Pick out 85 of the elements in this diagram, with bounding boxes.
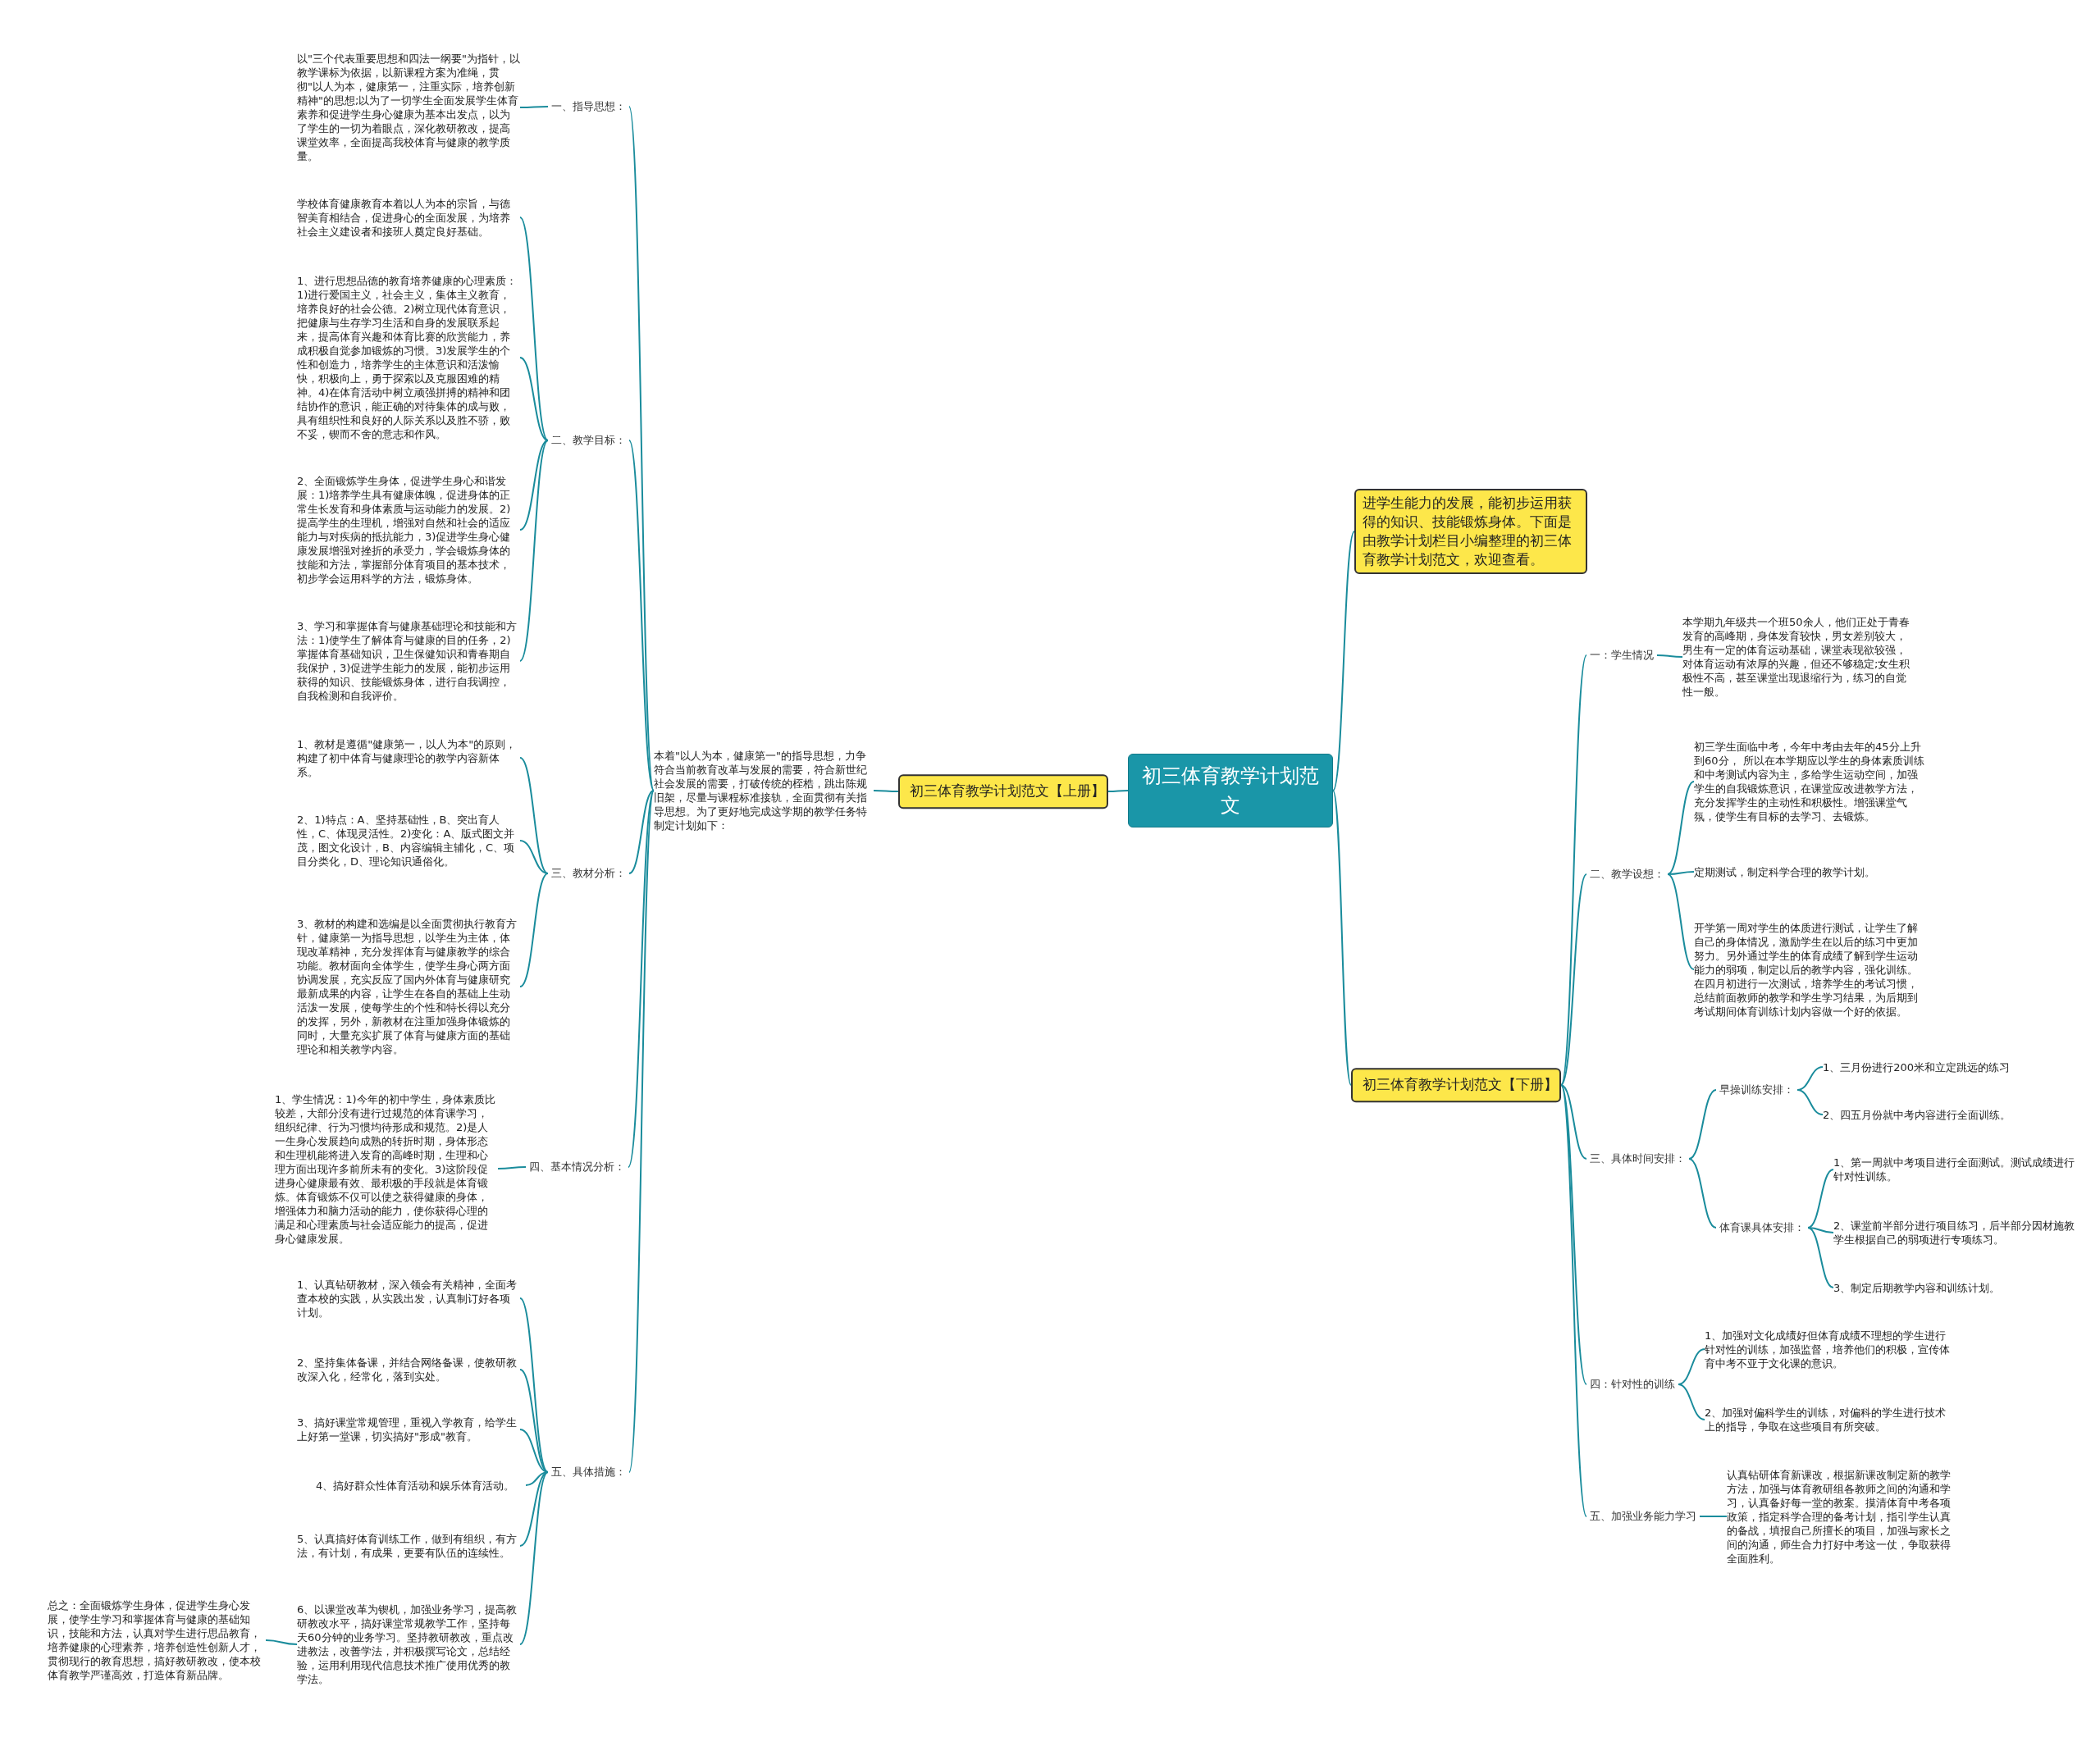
topic-text: 2、加强对偏科学生的训练，对偏科的学生进行技术上的指导，争取在这些项目有所突破。 xyxy=(1705,1406,1951,1434)
topic-text: 以"三个代表重要思想和四法一纲要"为指针，以教学课标为依据，以新课程方案为准绳，贯彻"以人为本，健康第一，注重实际，培养创新精神"的思想;以为了一切学生全面发展学生体育素养和促进学生身心健康为基本出发点，以为了学生的一切为着眼点，深化教研教改，提高课堂效率，全面提高我校体育与健康的教学质量。 xyxy=(297,52,520,163)
connector-line xyxy=(265,1639,298,1645)
connector-line xyxy=(1667,871,1695,875)
topic-text: 初三学生面临中考，今年中考由去年的45分上升到60分， 所以在本学期应以学生的身体素质训练和中考测试内容为主，多给学生运动空间，加强学生的自我锻炼意识，在课堂应改进教学方法，充分发挥学生的主动性和积极性。增强课堂气氛，使学生有目标的去学习、去锻炼。 xyxy=(1694,740,1927,823)
topic-text: 1、三月份进行200米和立定跳远的练习 xyxy=(1823,1060,2069,1074)
connector-line xyxy=(1332,531,1355,791)
connector-line xyxy=(1688,1158,1717,1229)
connector-line xyxy=(628,106,655,791)
topic-text: 总之：全面锻炼学生身体，促进学生身心发展，使学生学习和掌握体育与健康的基础知识，技能和方法，认真对学生进行思品教育，培养健康的心理素养，培养创造性创新人才，贯彻现行的教育思想，搞好教研教改，使本校体育教学严谨高效，打造体育新品牌。 xyxy=(48,1598,266,1682)
connector-line xyxy=(1107,790,1129,792)
topic-text: 1、第一周就中考项目进行全面测试。测试成绩进行针对性训练。 xyxy=(1833,1156,2079,1183)
connector-line xyxy=(628,790,655,874)
subtopic-label: 三、教材分析： xyxy=(548,865,629,882)
connector-line xyxy=(519,1369,549,1473)
topic-text: 3、教材的构建和选编是以全面贯彻执行教育方针，健康第一为指导思想，以学生为主体，体现改革精神，充分发挥体育与健康教学的综合功能。教材面向全体学生，使学生身心两方面协调发展，充实反应了国内外体育与健康研究最新成果的内容，让学生在各自的基础上生动活泼一发展，使每学生的个性和特长得以充分的发挥，另外，新教材在注重加强身体锻炼的同时，大量充实扩展了体育与健康方面的基础理论和相关教学内容。 xyxy=(297,917,520,1056)
central-topic: 初三体育教学计划范文 xyxy=(1128,754,1333,827)
connector-line xyxy=(1560,1084,1587,1160)
connector-line xyxy=(519,1297,549,1473)
subtopic-label: 一、指导思想： xyxy=(548,98,629,115)
subtopic-label: 早操训练安排： xyxy=(1716,1082,1797,1098)
topic-text: 4、搞好群众性体育活动和娱乐体育活动。 xyxy=(316,1478,526,1493)
connector-line xyxy=(628,790,655,1168)
connector-line xyxy=(519,1471,549,1645)
topic-text: 1、学生情况：1)今年的初中学生，身体素质比较差，大部分没有进行过规范的体育课学习，组织纪律、行为习惯均待形成和规范。2)是人一生身心发展趋向成熟的转折时期，身体形态和生理机能将进入发育的高峰时期，生理和心理方面出现许多前所未有的变化。3)这阶段促进身心健康最有效、最积极的手段就是体育锻炼。体育锻炼不仅可以使之获得健康的身体，增强体力和脑力活动的能力，使你获得心理的满足和心理素质与社会适应能力的提高，促进身心健康发展。 xyxy=(275,1092,498,1246)
connector-line xyxy=(1807,1227,1834,1233)
connector-line xyxy=(1560,1084,1587,1517)
subtopic-label: 五、具体措施： xyxy=(548,1464,629,1480)
topic-text: 2、四五月份就中考内容进行全面训练。 xyxy=(1823,1107,2069,1122)
topic-text: 学校体育健康教育本着以人为本的宗旨，与德智美育相结合，促进身心的全面发展，为培养社会主义建设者和接班人奠定良好基础。 xyxy=(297,196,520,239)
connector-line xyxy=(519,873,549,987)
topic-text: 3、制定后期教学内容和训练计划。 xyxy=(1833,1280,2079,1295)
topic-text: 2、坚持集体备课，并结合网络备课，使教研教改深入化，经常化，落到实处。 xyxy=(297,1356,520,1384)
subtopic-label: 五、加强业务能力学习 xyxy=(1586,1508,1700,1525)
topic-text: 本学期九年级共一个班50余人，他们正处于青春发育的高峰期，身体发育较快，男女差别较大，男生有一定的体育运动基础，课堂表现欲较强，对体育运动有浓厚的兴趣，但还不够稳定;女生积极性不高，甚至课堂出现退缩行为，练习的自觉性一般。 xyxy=(1682,615,1915,699)
connector-line xyxy=(1332,790,1352,1086)
connector-line xyxy=(628,790,655,1473)
branch-topic: 初三体育教学计划范文【下册】 xyxy=(1351,1068,1561,1102)
topic-text: 2、全面锻炼学生身体，促进学生身心和谐发展：1)培养学生具有健康体魄，促进身体的正常生长发育和身体素质与运动能力的发展。2)提高学生的生理机，增强对自然和社会的适应能力与对疾病的抵抗能力，3)促进学生身心健康发展增强对挫折的承受力，学会锻炼身体的技能和方法，掌握部分体育项目的基本技术，初步学会运用科学的方法，锻炼身体。 xyxy=(297,474,520,586)
connector-line xyxy=(525,1471,549,1486)
topic-text: 开学第一周对学生的体质进行测试，让学生了解自己的身体情况，激励学生在以后的练习中更加努力。另外通过学生的体育成绩了解到学生运动能力的弱项，制定以后的教学内容，强化训练。在四月初进行一次测试，培养学生的考试习惯，总结前面教师的教学和学生学习结果，为后期到考试期间体育训练计划内容做一个好的依据。 xyxy=(1694,920,1927,1019)
topic-text: 2、课堂前半部分进行项目练习，后半部分因材施教学生根据自己的弱项进行专项练习。 xyxy=(1833,1219,2079,1247)
subtopic-label: 三、具体时间安排： xyxy=(1586,1151,1689,1167)
branch-topic: 初三体育教学计划范文【上册】 xyxy=(898,774,1108,809)
subtopic-label: 四：针对性的训练 xyxy=(1586,1376,1678,1393)
connector-line xyxy=(1807,1227,1834,1288)
connector-line xyxy=(1699,1516,1728,1517)
connector-line xyxy=(1560,654,1587,1086)
connector-line xyxy=(1678,1384,1705,1420)
topic-text: 6、以课堂改革为锲机，加强业务学习，提高教研教改水平，搞好课堂常规教学工作，坚持每天60分钟的业务学习。坚持教研教改，重点改进教法，改善学法，并积极撰写论文，总结经验，运用利用现代信息技术推广使用优秀的教学法。 xyxy=(297,1603,520,1686)
topic-text: 5、认真搞好体育训练工作，做到有组织，有方法，有计划，有成果，更要有队伍的连续性。 xyxy=(297,1532,520,1560)
connector-line xyxy=(873,790,899,792)
topic-text: 2、1)特点：A、坚持基础性，B、突出育人性，C、体现灵活性。2)变化：A、版式图文并茂，图文化设计，B、内容编辑主辅化，C、项目分类化，D、理论知识通俗化。 xyxy=(297,813,520,868)
topic-text: 1、进行思想品德的教育培养健康的心理素质：1)进行爱国主义，社会主义，集体主义教育，培养良好的社会公德。2)树立现代体育意识，把健康与生存学习生活和自身的发展联系起来，提高体育兴趣和体育比赛的欣赏能力，养成积极自觉参加锻炼的习惯。3)发展学生的个性和创造力，培养学生的主体意识和活泼愉快，积极向上，勇于探索以及克服困难的精神。4)在体育活动中树立顽强拼搏的精神和团结协作的意识，能正确的对待集体的成与败，具有组织性和良好的人际关系以及胜不骄，败不妥，锲而不舍的意志和作风。 xyxy=(297,274,520,441)
topic-text: 1、认真钻研教材，深入领会有关精神，全面考查本校的实践，从实践出发，认真制订好各项计划。 xyxy=(297,1277,520,1320)
connector-line xyxy=(519,357,549,441)
subtopic-label: 四、基本情况分析： xyxy=(526,1159,628,1175)
connector-line xyxy=(519,440,549,531)
topic-text: 1、加强对文化成绩好但体育成绩不理想的学生进行针对性的训练，加强监督，培养他们的积极，宣传体育中考不亚于文化课的意识。 xyxy=(1705,1328,1951,1370)
connector-line xyxy=(1807,1169,1834,1229)
connector-line xyxy=(519,106,549,108)
connector-line xyxy=(1688,1089,1717,1160)
connector-line xyxy=(497,1166,527,1169)
subtopic-label: 二、教学设想： xyxy=(1586,866,1668,882)
connector-line xyxy=(1560,1084,1587,1385)
topic-text: 本着"以人为本，健康第一"的指导思想，力争符合当前教育改革与发展的需要，符合新世纪社会发展的需要，打破传统的桎梏，跳出陈规旧架，尽量与课程标准接轨，全面贯彻有关指导思想。为了更好地完成这学期的教学任务特制定计划如下： xyxy=(654,749,874,832)
connector-line xyxy=(1796,1089,1824,1115)
subtopic-label: 二、教学目标： xyxy=(548,432,629,449)
connector-line xyxy=(628,440,655,791)
connector-line xyxy=(1667,873,1695,970)
subtopic-label: 一：学生情况 xyxy=(1586,647,1657,663)
connector-line xyxy=(519,217,549,441)
connector-line xyxy=(1667,781,1695,875)
connector-line xyxy=(1656,654,1683,658)
connector-line xyxy=(519,840,549,874)
note-box: 进学生能力的发展，能初步运用获得的知识、技能锻炼身体。下面是由教学计划栏目小编整理的初三体育教学计划范文，欢迎查看。 xyxy=(1354,489,1587,574)
subtopic-label: 体育课具体安排： xyxy=(1716,1220,1808,1236)
topic-text: 认真钻研体育新课改，根据新课改制定新的教学方法，加强与体育教研组各教师之间的沟通和学习，认真备好每一堂的教案。摸清体育中考各项政策，指定科学合理的备考计划，指引学生认真的备战，填报自己所擅长的项目，加强与家长之间的沟通，师生合力打好中考这一仗，争取获得全面胜利。 xyxy=(1727,1467,1960,1566)
connector-line xyxy=(1560,873,1587,1086)
connector-line xyxy=(519,757,549,874)
topic-text: 定期测试，制定科学合理的教学计划。 xyxy=(1694,864,1927,879)
connector-line xyxy=(519,440,549,662)
topic-text: 3、搞好课堂常规管理，重视入学教育，给学生上好第一堂课，切实搞好"形成"教育。 xyxy=(297,1416,520,1443)
topic-text: 3、学习和掌握体育与健康基础理论和技能和方法：1)使学生了解体育与健康的目的任务，2)掌握体育基础知识，卫生保健知识和青春期自我保护，3)促进学生能力的发展，能初步运用获得的知识、技能锻炼身体，进行自我调控，自我检测和自我评价。 xyxy=(297,619,520,703)
topic-text: 1、教材是遵循"健康第一，以人为本"的原则，构建了初中体育与健康理论的教学内容新体系。 xyxy=(297,736,520,779)
